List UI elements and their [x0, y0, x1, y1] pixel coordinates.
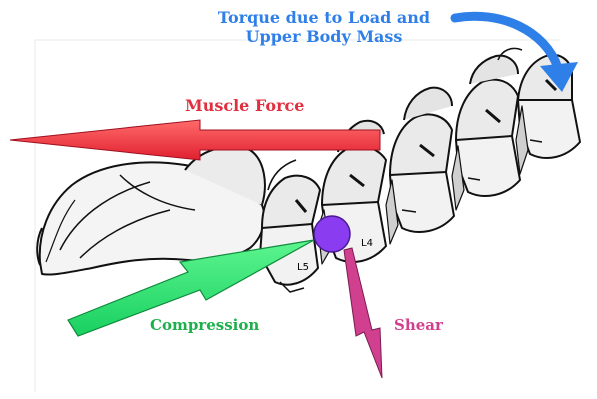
shear-arrow	[344, 248, 382, 378]
vertebra-l2	[456, 132, 520, 196]
lumbar-spine-icon	[37, 48, 580, 292]
pivot-circle-icon	[314, 216, 350, 252]
muscle-force-arrow	[10, 120, 380, 160]
torque-label-line2: Upper Body Mass	[204, 27, 444, 46]
posterior-arch-l4	[322, 146, 386, 205]
muscle-force-label: Muscle Force	[185, 96, 304, 115]
vertebra-l3	[390, 168, 454, 232]
compression-label: Compression	[150, 316, 259, 334]
l5-label: L5	[297, 262, 309, 274]
torque-label: Torque due to Load and Upper Body Mass	[204, 8, 444, 46]
l4-label: L4	[361, 238, 373, 250]
torque-label-line1: Torque due to Load and	[204, 8, 444, 27]
shear-label: Shear	[394, 316, 443, 334]
